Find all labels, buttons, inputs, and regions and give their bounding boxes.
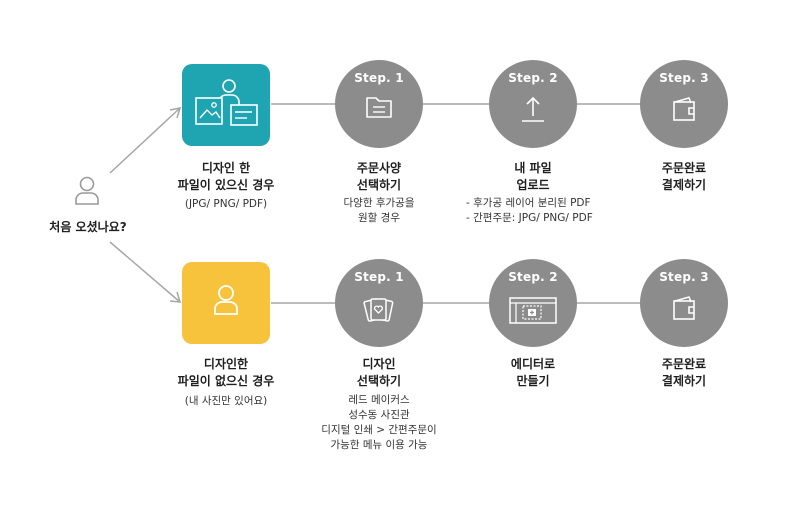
cards-icon [363, 298, 394, 322]
step-desc-1-row-1: 다양한 후가공을 원할 경우 [343, 197, 415, 224]
user-icon [75, 176, 99, 205]
option-note-no-design: (내 사진만 있어요) [184, 395, 268, 407]
start-label: 처음 오셨나요? [49, 220, 127, 234]
option-note-has-design: (JPG/ PNG/ PDF) [184, 198, 268, 210]
step-title-3-row-1: 주문완료 결제하기 [661, 161, 707, 192]
step-circle-1-row-2: Step. 1 [335, 259, 423, 347]
option-tile-no-design[interactable] [182, 262, 270, 344]
step-title-1-row-1: 주문사양 선택하기 [356, 161, 402, 192]
step-desc-1-row-2: 레드 메이커스 성수동 사진관 디지털 인쇄 > 간편주문이 가능한 메뉴 이용… [321, 394, 437, 451]
wallet-icon [673, 296, 695, 320]
branch-arrow-top [109, 107, 181, 174]
step-title-1-row-2: 디자인 선택하기 [356, 357, 402, 388]
wallet-icon [673, 97, 695, 121]
option-title-has-design: 디자인 한 파일이 있으신 경우 [177, 161, 275, 192]
step-desc-2-row-1: - 후가공 레이어 분리된 PDF - 간편주문: JPG/ PNG/ PDF [466, 197, 593, 224]
step-circle-2-row-2: Step. 2 [489, 259, 577, 347]
designer-with-files-icon [195, 79, 258, 126]
editor-icon [509, 297, 557, 324]
upload-icon [522, 96, 544, 122]
step-circle-2-row-1: Step. 2 [489, 60, 577, 148]
step-title-3-row-2: 주문완료 결제하기 [661, 357, 707, 388]
option-title-no-design: 디자인한 파일이 없으신 경우 [177, 357, 275, 388]
user-icon [214, 285, 238, 315]
step-title-2-row-1: 내 파일 업로드 [514, 161, 552, 192]
step-circle-3-row-2: Step. 3 [640, 259, 728, 347]
option-tile-has-design[interactable] [182, 64, 270, 146]
step-circle-1-row-1: Step. 1 [335, 60, 423, 148]
branch-arrow-bottom [109, 241, 181, 303]
step-title-2-row-2: 에디터로 만들기 [510, 357, 556, 388]
step-circle-3-row-1: Step. 3 [640, 60, 728, 148]
folder-icon [366, 97, 392, 118]
